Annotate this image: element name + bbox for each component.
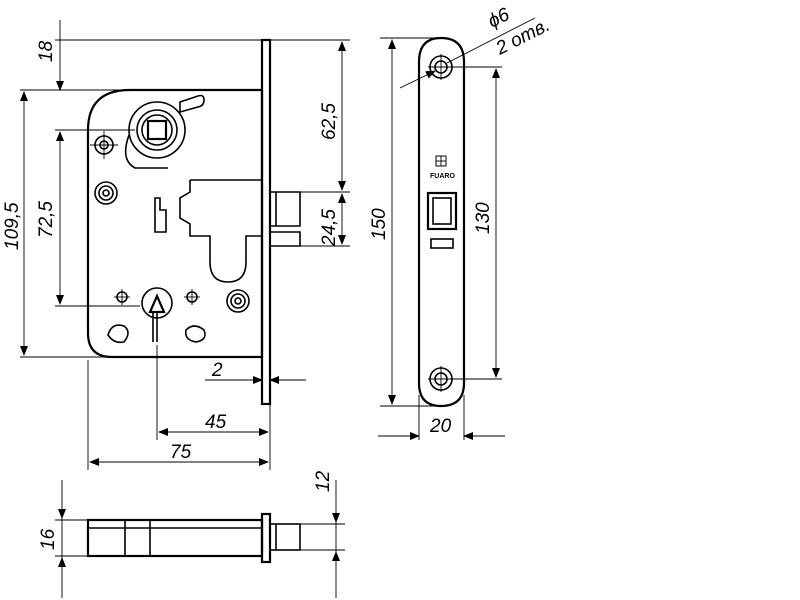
screw-top-left — [90, 131, 118, 159]
dim-150: 150 — [369, 208, 390, 240]
faceplate-outline — [417, 36, 466, 408]
screw-left-mid — [94, 181, 118, 205]
secondary-bolt — [270, 231, 301, 247]
dim-72-5: 72,5 — [36, 201, 57, 238]
latch-opening — [426, 191, 458, 231]
mount-hole-bottom — [428, 366, 454, 392]
dim-75: 75 — [170, 442, 192, 463]
latch-bolt — [270, 191, 301, 227]
faceplate-front-view: FUARO — [417, 36, 466, 408]
dim-phi6: ϕ6 — [485, 4, 514, 33]
key-hub — [141, 287, 173, 342]
dim-2: 2 — [211, 360, 223, 381]
dimensions-bottom: 16 12 — [38, 470, 345, 598]
screw-right-lower — [226, 289, 250, 313]
top-slot — [179, 94, 205, 114]
dim-130: 130 — [473, 202, 494, 234]
lever-small — [154, 197, 167, 233]
dim-16: 16 — [38, 528, 59, 550]
lock-body-view — [86, 38, 301, 406]
inner-mechanism — [179, 179, 262, 283]
dim-24-5: 24,5 — [319, 209, 340, 247]
latch-opening-inner — [432, 197, 452, 225]
faceplate — [260, 38, 272, 406]
dim-12: 12 — [313, 470, 334, 492]
dimensions-main: 18 109,5 72,5 62,5 24,5 2 45 75 — [2, 20, 350, 470]
lock-bottom-view — [86, 512, 301, 564]
dim-109-5: 109,5 — [2, 202, 23, 250]
dim-20: 20 — [429, 416, 452, 437]
dim-18: 18 — [36, 40, 57, 62]
bottom-slot-right — [184, 325, 206, 343]
deadbolt-opening — [430, 238, 454, 249]
follower-hub — [124, 101, 186, 169]
mount-hole-top — [428, 54, 454, 80]
bottom-body — [86, 518, 264, 558]
reference-marks — [114, 289, 200, 305]
brand-name: FUARO — [430, 173, 455, 180]
brand-logo: FUARO — [430, 155, 455, 180]
dim-62-5: 62,5 — [319, 103, 340, 140]
bottom-slot-left — [107, 324, 129, 344]
dim-45: 45 — [205, 412, 227, 433]
bottom-bolt — [269, 523, 301, 551]
bottom-faceplate — [260, 512, 272, 564]
dimensions-front: 150 130 20 ϕ6 2 отв. — [369, 4, 553, 440]
